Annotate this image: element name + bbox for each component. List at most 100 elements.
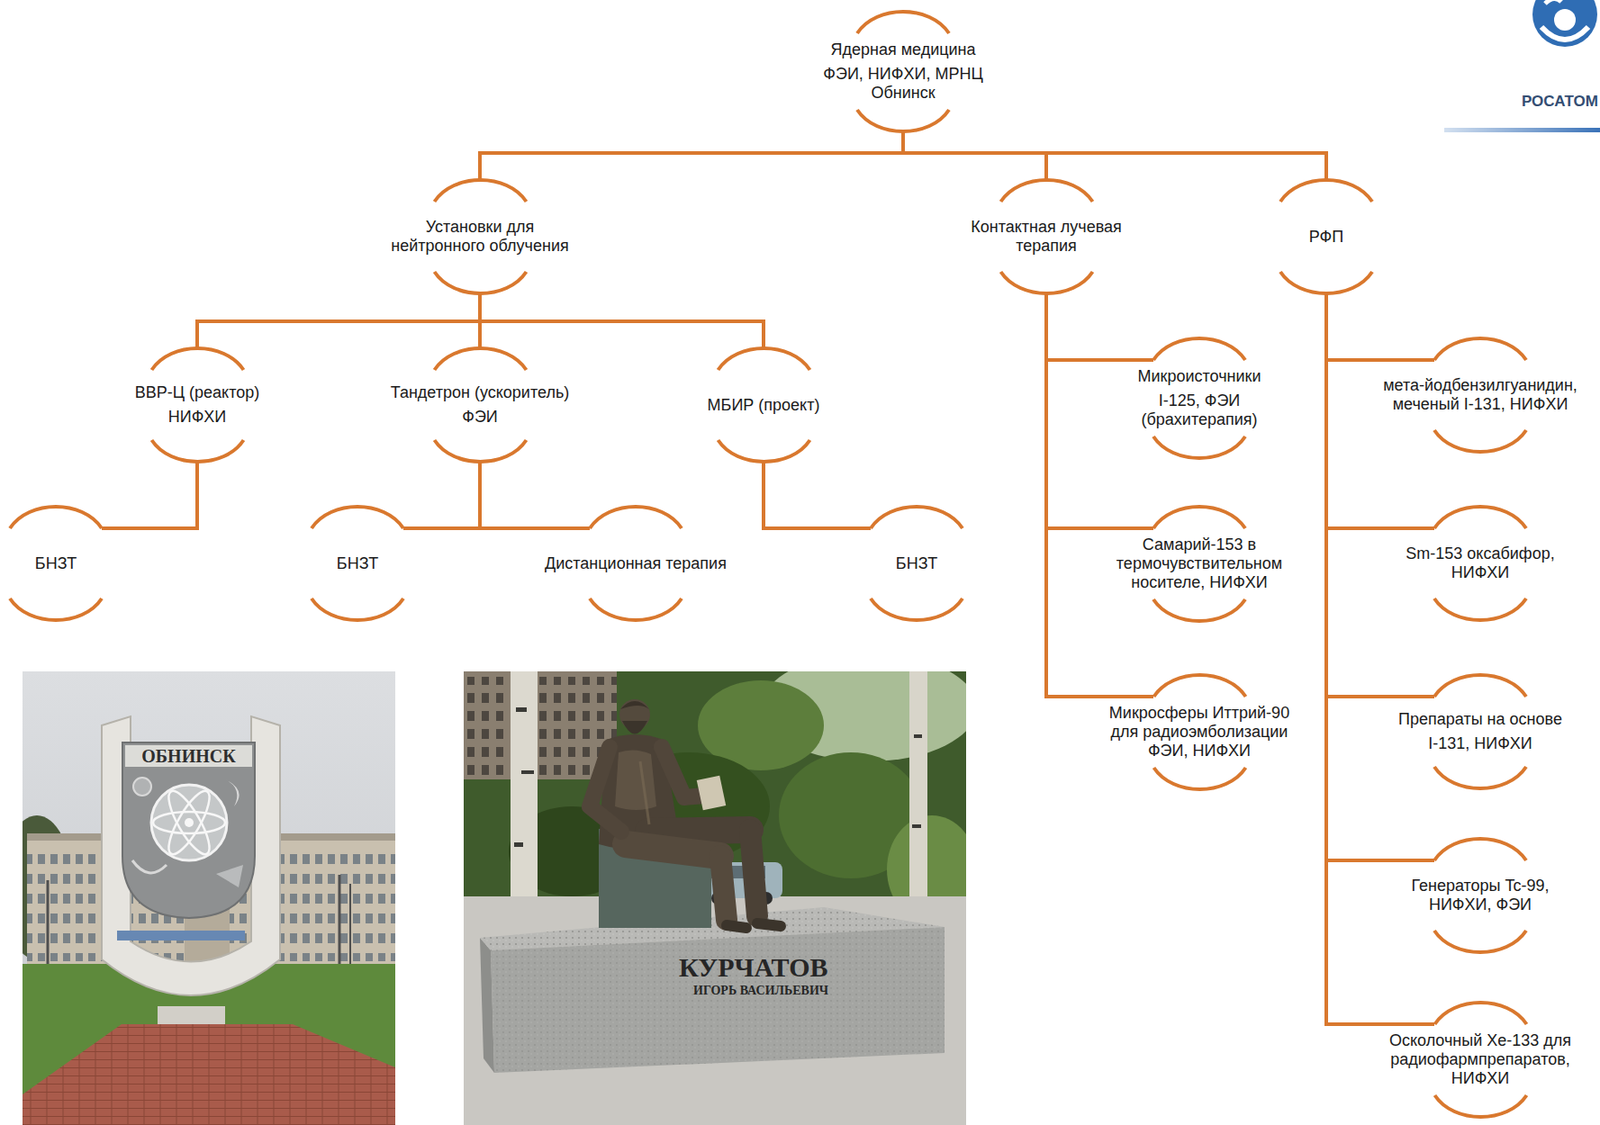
plaque-text: КУРЧАТОВ — [678, 951, 829, 985]
node-arc-top — [1280, 180, 1373, 202]
plaque-text: ИГОРЬ ВАСИЛЬЕВИЧ — [693, 983, 829, 999]
city-sign-photo-part — [125, 745, 253, 768]
node-text: Генераторы Tc-99, НИФХИ, ФЭИ — [1394, 876, 1566, 915]
tree-node: Микросферы Иттрий-90 для радиоэмболизаци… — [1102, 673, 1297, 792]
node-arc-top — [1153, 506, 1246, 529]
monument-photo-part — [720, 856, 727, 921]
node-arc-top — [1000, 180, 1093, 202]
monument-photo-part — [463, 677, 617, 777]
node-arc-bottom — [1434, 598, 1527, 621]
node-arc-top — [1434, 839, 1527, 861]
tree-node: Sm-153 оксабифор, НИФХИ — [1390, 505, 1571, 623]
connector — [1046, 293, 1154, 697]
rosatom-logo-part — [1541, 27, 1589, 40]
monument-photo-part — [514, 842, 524, 848]
node-arc-bottom — [1153, 436, 1246, 459]
node-arc-bottom — [1434, 767, 1527, 789]
city-sign-photo-part — [122, 742, 255, 919]
connector — [903, 131, 1327, 181]
tree-node: Самарий-153 в термочувствительном носите… — [1104, 505, 1294, 624]
node-arc-bottom — [151, 440, 244, 462]
monument-photo-part — [913, 734, 923, 739]
city-sign-photo-part — [46, 880, 50, 974]
node-arc-bottom — [1153, 599, 1246, 622]
rosatom-logo-part — [1545, 0, 1562, 4]
tree-node: БНЗТ — [866, 505, 968, 623]
node-arc-bottom — [433, 440, 526, 462]
city-sign-photo-part — [117, 931, 245, 941]
tree-node: Генераторы Tc-99, НИФХИ, ФЭИ — [1390, 837, 1571, 955]
connector — [763, 461, 871, 529]
monument-photo-part — [648, 830, 751, 832]
node-text: ВВР-Ц (реактор) — [135, 383, 261, 403]
node-arc-top — [857, 11, 950, 34]
monument-photo-part — [622, 721, 648, 735]
city-sign-photo-part — [151, 785, 227, 861]
node-arc-top — [1434, 1003, 1527, 1025]
node-text: Осколочный Xe-133 для радиофармпрепарато… — [1383, 1031, 1578, 1089]
connector — [903, 131, 1047, 181]
city-sign-photo-part — [101, 716, 281, 996]
monument-photo-part — [521, 770, 534, 775]
node-arc-bottom — [1434, 931, 1527, 953]
monument-photo-part — [614, 750, 657, 811]
node-text: Микроисточники — [1138, 367, 1262, 387]
city-sign-photo-part — [162, 786, 217, 859]
monument-photo-part — [510, 671, 538, 933]
tree-node: Контактная лучевая терапия — [949, 178, 1144, 296]
city-sign-photo-part — [338, 875, 342, 974]
monument-photo-part — [757, 923, 781, 927]
connector — [403, 461, 480, 529]
monument-photo-part — [640, 761, 650, 825]
node-arc-top — [311, 506, 404, 529]
node-arc-bottom — [589, 598, 682, 621]
logo-text: РОСАТОМ — [1521, 92, 1599, 111]
node-arc-bottom — [9, 598, 102, 621]
tree-node: ВВР-Ц (реактор) НИФХИ — [130, 346, 265, 464]
connector — [1046, 293, 1154, 361]
connector — [479, 461, 590, 529]
monument-photo-part — [750, 830, 758, 917]
node-text: БНЗТ — [336, 554, 379, 574]
monument-photo-part — [490, 927, 945, 1074]
city-sign-photo-part — [349, 884, 352, 974]
node-arcs — [1393, 673, 1567, 791]
node-arc-top — [717, 348, 810, 371]
tree-node: МБИР (проект) — [703, 346, 825, 464]
tree-node: Установки для нейтронного облучения — [379, 178, 582, 296]
city-sign-photo-part — [22, 1024, 396, 1125]
tree-node: мета-йодбензилгуанидин, меченый I-131, Н… — [1367, 336, 1593, 454]
node-arc-top — [1434, 506, 1527, 529]
node-arc-top — [870, 506, 963, 529]
node-arcs — [130, 346, 265, 464]
city-sign-photo-part — [132, 860, 167, 874]
city-sign-photo-part — [162, 786, 217, 859]
node-arc-bottom — [311, 598, 404, 621]
node-text: НИФХИ — [168, 407, 227, 427]
node-arc-bottom — [433, 271, 526, 294]
connector — [1326, 293, 1435, 361]
node-text: Микросферы Иттрий-90 для радиоэмболизаци… — [1107, 704, 1293, 761]
node-arc-bottom — [717, 440, 810, 462]
connectors — [101, 131, 1435, 1025]
node-text: Препараты на основе — [1398, 710, 1563, 730]
node-text: РФП — [1309, 227, 1344, 247]
monument-photo-part — [589, 747, 622, 832]
node-arcs — [386, 346, 575, 464]
node-text: Установки для нейтронного облучения — [383, 217, 578, 256]
node-arc-top — [1434, 675, 1527, 697]
connector — [101, 461, 198, 529]
monument-photo-part — [912, 824, 922, 829]
node-arc-bottom — [1434, 430, 1527, 452]
monument-photo-part — [463, 896, 967, 1125]
node-text: БНЗТ — [35, 554, 77, 574]
tree-node: Препараты на основеI-131, НИФХИ — [1393, 673, 1567, 791]
node-arc-bottom — [1280, 271, 1373, 294]
tree-node: Осколочный Xe-133 для радиофармпрепарато… — [1379, 1001, 1582, 1120]
city-sign-photo-part — [184, 818, 194, 828]
node-text: I-131, НИФХИ — [1428, 734, 1533, 754]
tree-node: Дистанционная терапия — [540, 505, 732, 623]
connector — [479, 293, 764, 349]
rosatom-logo-part — [1532, 0, 1598, 47]
node-text: ФЭИ — [461, 407, 498, 427]
